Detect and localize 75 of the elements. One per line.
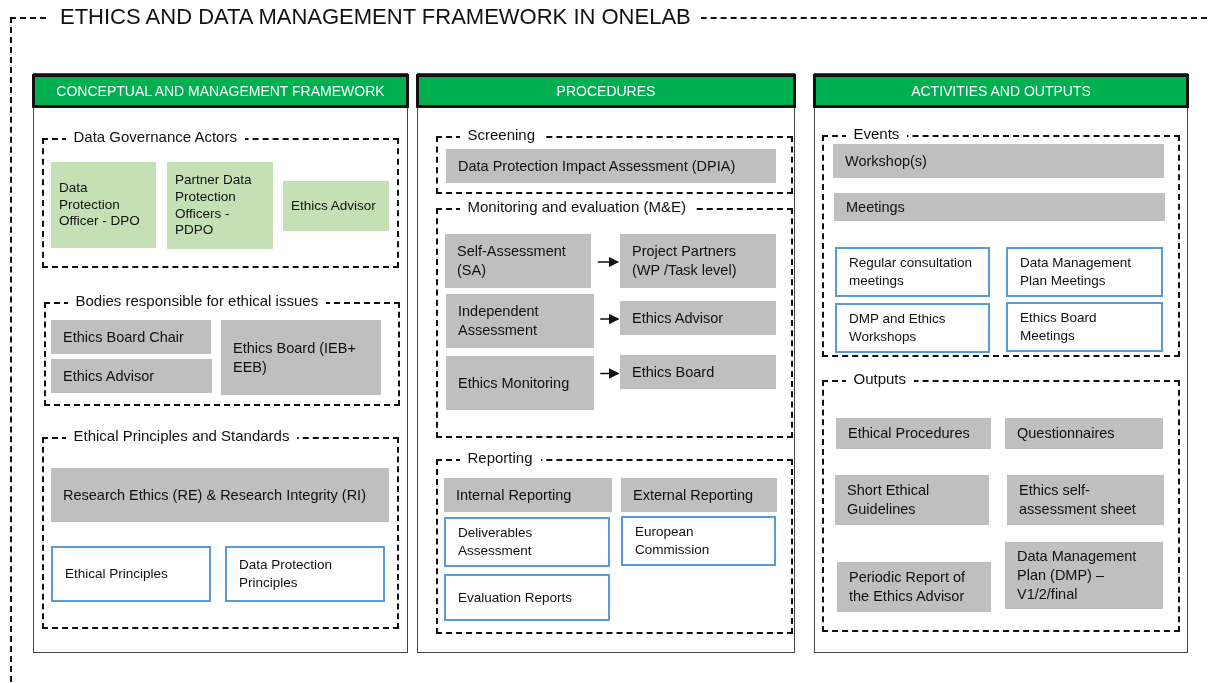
box-label: Data Management Plan Meetings: [1020, 254, 1133, 290]
box-label: Short Ethical Guidelines: [847, 481, 931, 519]
box-label: Ethics Board: [632, 362, 715, 382]
outlined-box: [225, 546, 385, 602]
box-label: Ethics Board (IEB+ EEB): [233, 338, 357, 377]
process-box: [834, 193, 1165, 221]
box-label: Meetings: [846, 197, 905, 217]
box-label: Workshop(s): [845, 151, 927, 171]
process-box: [620, 355, 776, 389]
outlined-box: [621, 516, 776, 566]
outlined-box: [444, 574, 610, 621]
box-label: Ethics self-assessment sheet: [1019, 481, 1137, 519]
arrow: [597, 256, 620, 268]
arrow: [599, 313, 620, 325]
process-box: [1007, 475, 1164, 525]
process-box: [836, 418, 991, 449]
role-box: [51, 162, 156, 248]
box-label: Ethics Advisor: [291, 197, 376, 215]
column-header: CONCEPTUAL AND MANAGEMENT FRAMEWORK: [32, 74, 409, 108]
box-label: Ethical Principles: [65, 565, 168, 583]
process-box: [51, 468, 389, 522]
box-label: Data Management Plan (DMP) – V1/2/final: [1017, 547, 1138, 604]
process-box: [51, 320, 211, 354]
box-label: Deliverables Assessment: [458, 524, 534, 560]
column-header: ACTIVITIES AND OUTPUTS: [813, 74, 1189, 108]
outlined-box: [51, 546, 211, 602]
box-label: Internal Reporting: [456, 485, 572, 505]
outlined-box: [1006, 247, 1163, 297]
box-label: Data Protection Principles: [239, 556, 334, 592]
role-box: [167, 162, 273, 249]
process-box: [446, 294, 594, 348]
outlined-box: [835, 303, 990, 353]
column-header: PROCEDURES: [416, 74, 796, 108]
process-box: [446, 356, 594, 410]
box-label: Project Partners (WP /Task level): [632, 242, 738, 280]
box-label: Data Protection Impact Assessment (DPIA): [458, 156, 736, 176]
box-label: European Commission: [635, 523, 711, 559]
process-box: [835, 475, 989, 525]
role-box: [283, 181, 389, 231]
box-label: Independent Assessment: [458, 302, 540, 340]
process-box: [620, 301, 776, 335]
outlined-box: [1006, 302, 1163, 352]
box-label: Partner Data Protection Officers - PDPO: [175, 171, 253, 240]
box-label: Ethics Board Meetings: [1020, 309, 1098, 345]
box-label: Ethical Procedures: [848, 424, 970, 443]
process-box: [446, 149, 776, 183]
process-box: [833, 144, 1164, 178]
process-box: [620, 234, 776, 288]
outlined-box: [444, 517, 610, 567]
box-label: Ethics Board Chair: [63, 327, 184, 347]
process-box: [444, 478, 612, 512]
box-label: Periodic Report of the Ethics Advisor: [849, 568, 967, 606]
process-box: [1005, 418, 1163, 449]
column-panel: [814, 73, 1188, 653]
box-label: Ethics Monitoring: [458, 373, 570, 393]
box-label: Ethics Advisor: [63, 366, 155, 386]
box-label: Research Ethics (RE) & Research Integrity (RI): [63, 485, 366, 505]
process-box: [621, 478, 777, 512]
box-label: DMP and Ethics Workshops: [849, 310, 947, 346]
column-panel: [417, 73, 795, 653]
outlined-box: [835, 247, 990, 297]
process-box: [837, 562, 991, 612]
process-box: [221, 320, 381, 395]
box-label: Self-Assessment (SA): [457, 242, 567, 280]
box-label: Questionnaires: [1017, 424, 1115, 443]
process-box: [445, 234, 591, 288]
column-panel: [33, 73, 408, 653]
process-box: [51, 359, 212, 393]
arrow: [599, 368, 620, 379]
box-label: Regular consultation meetings: [849, 254, 974, 290]
box-label: Evaluation Reports: [458, 588, 573, 607]
box-label: Ethics Advisor: [632, 308, 724, 328]
box-label: Data Protection Officer - DPO: [59, 179, 141, 231]
process-box: [1005, 542, 1163, 609]
box-label: External Reporting: [633, 485, 754, 505]
